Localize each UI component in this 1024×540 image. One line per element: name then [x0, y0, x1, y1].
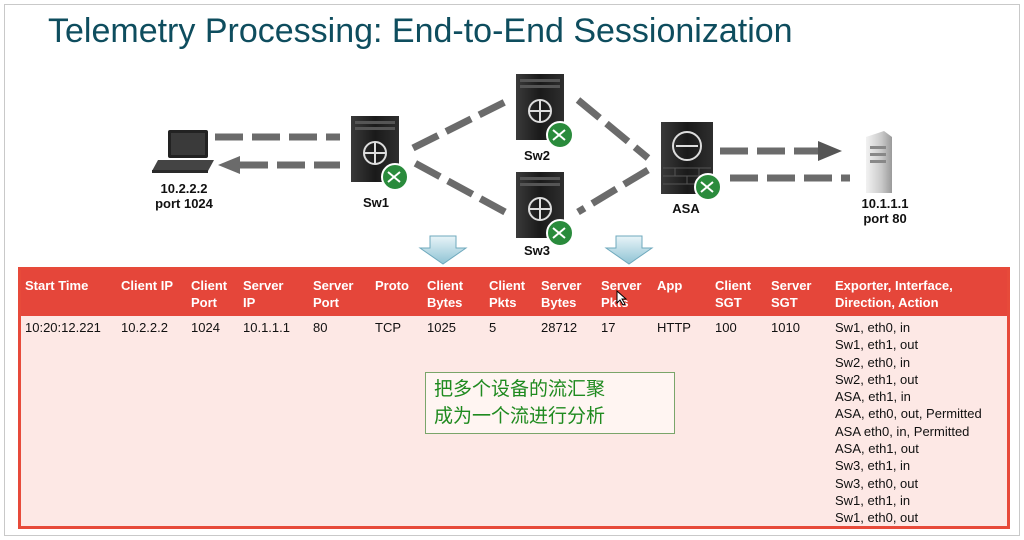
th-exporter: Exporter, Interface,Direction, Action [835, 278, 953, 310]
exporter-entry: ASA eth0, in, Permitted [835, 423, 970, 439]
down-arrow-left-icon [418, 235, 468, 265]
cell-app: HTTP [657, 320, 691, 335]
server-port: port 80 [863, 211, 907, 226]
arrow-to-server-icon [818, 141, 842, 161]
switch-sw1-icon [351, 116, 409, 191]
exporter-entry: Sw1, eth0, in [835, 320, 911, 335]
sw3-label: Sw3 [523, 243, 550, 258]
cell-client-ip: 10.2.2.2 [121, 320, 168, 335]
cell-client-bytes: 1025 [427, 320, 456, 335]
client-ip: 10.2.2.2 [160, 181, 208, 196]
exporter-entry: ASA, eth1, in [835, 389, 911, 405]
cell-client-port: 1024 [191, 320, 220, 335]
client-label: 10.2.2.2 port 1024 [150, 181, 218, 211]
cell-server-sgt: 1010 [771, 320, 800, 335]
server-label: 10.1.1.1 port 80 [850, 196, 920, 226]
cell-server-pkts: 17 [601, 320, 616, 335]
exporter-entry: Sw3, eth0, out [835, 475, 919, 491]
arrow-to-client-icon [218, 156, 240, 174]
exporter-entry: Sw1, eth0, out [835, 510, 919, 526]
switch-sw2-icon [516, 74, 574, 149]
link-asa-sw3 [576, 166, 650, 216]
switch-sw3-icon [516, 172, 574, 247]
topology-diagram [152, 74, 892, 265]
asa-label: ASA [672, 201, 700, 216]
cell-exporters: Sw1, eth0, in Sw1, eth1, out Sw2, eth0, … [835, 319, 982, 527]
sw2-label: Sw2 [523, 148, 550, 163]
exporter-entry: Sw1, eth1, out [835, 337, 919, 353]
cell-server-port: 80 [313, 320, 328, 335]
mouse-cursor-icon [616, 290, 628, 306]
annotation-note: 把多个设备的流汇聚 成为一个流进行分析 [425, 372, 675, 434]
th-start-time: Start Time [25, 278, 89, 293]
th-client-ip: Client IP [121, 278, 174, 293]
exporter-entry: ASA, eth1, out [835, 441, 919, 457]
firewall-asa-icon [661, 122, 722, 201]
laptop-icon [152, 130, 214, 173]
th-proto: Proto [375, 278, 409, 293]
flow-links [215, 97, 850, 216]
link-sw1-sw2 [411, 98, 507, 152]
server-ip: 10.1.1.1 [861, 196, 909, 211]
cell-start-time: 10:20:12.221 [25, 320, 101, 335]
link-sw3-sw1 [411, 158, 507, 216]
exporter-entry: Sw3, eth1, in [835, 458, 911, 474]
server-icon [866, 131, 892, 193]
client-port: port 1024 [155, 196, 213, 211]
exporter-entry: Sw1, eth1, in [835, 492, 911, 508]
link-sw2-asa [575, 97, 651, 161]
sw1-label: Sw1 [362, 195, 389, 210]
exporter-entry: Sw2, eth0, in [835, 354, 911, 370]
note-line-1: 把多个设备的流汇聚 [434, 379, 606, 400]
note-line-2: 成为一个流进行分析 [434, 406, 606, 427]
cell-client-pkts: 5 [489, 320, 497, 335]
exporter-entry: ASA, eth0, out, Permitted [835, 406, 982, 422]
exporter-entry: Sw2, eth1, out [835, 371, 919, 387]
down-arrow-right-icon [604, 235, 654, 265]
cell-proto: TCP [375, 320, 401, 335]
cell-client-sgt: 100 [715, 320, 737, 335]
th-app: App [657, 278, 683, 293]
cell-server-ip: 10.1.1.1 [243, 320, 290, 335]
slide-title: Telemetry Processing: End-to-End Session… [48, 12, 793, 50]
cell-server-bytes: 28712 [541, 320, 578, 335]
